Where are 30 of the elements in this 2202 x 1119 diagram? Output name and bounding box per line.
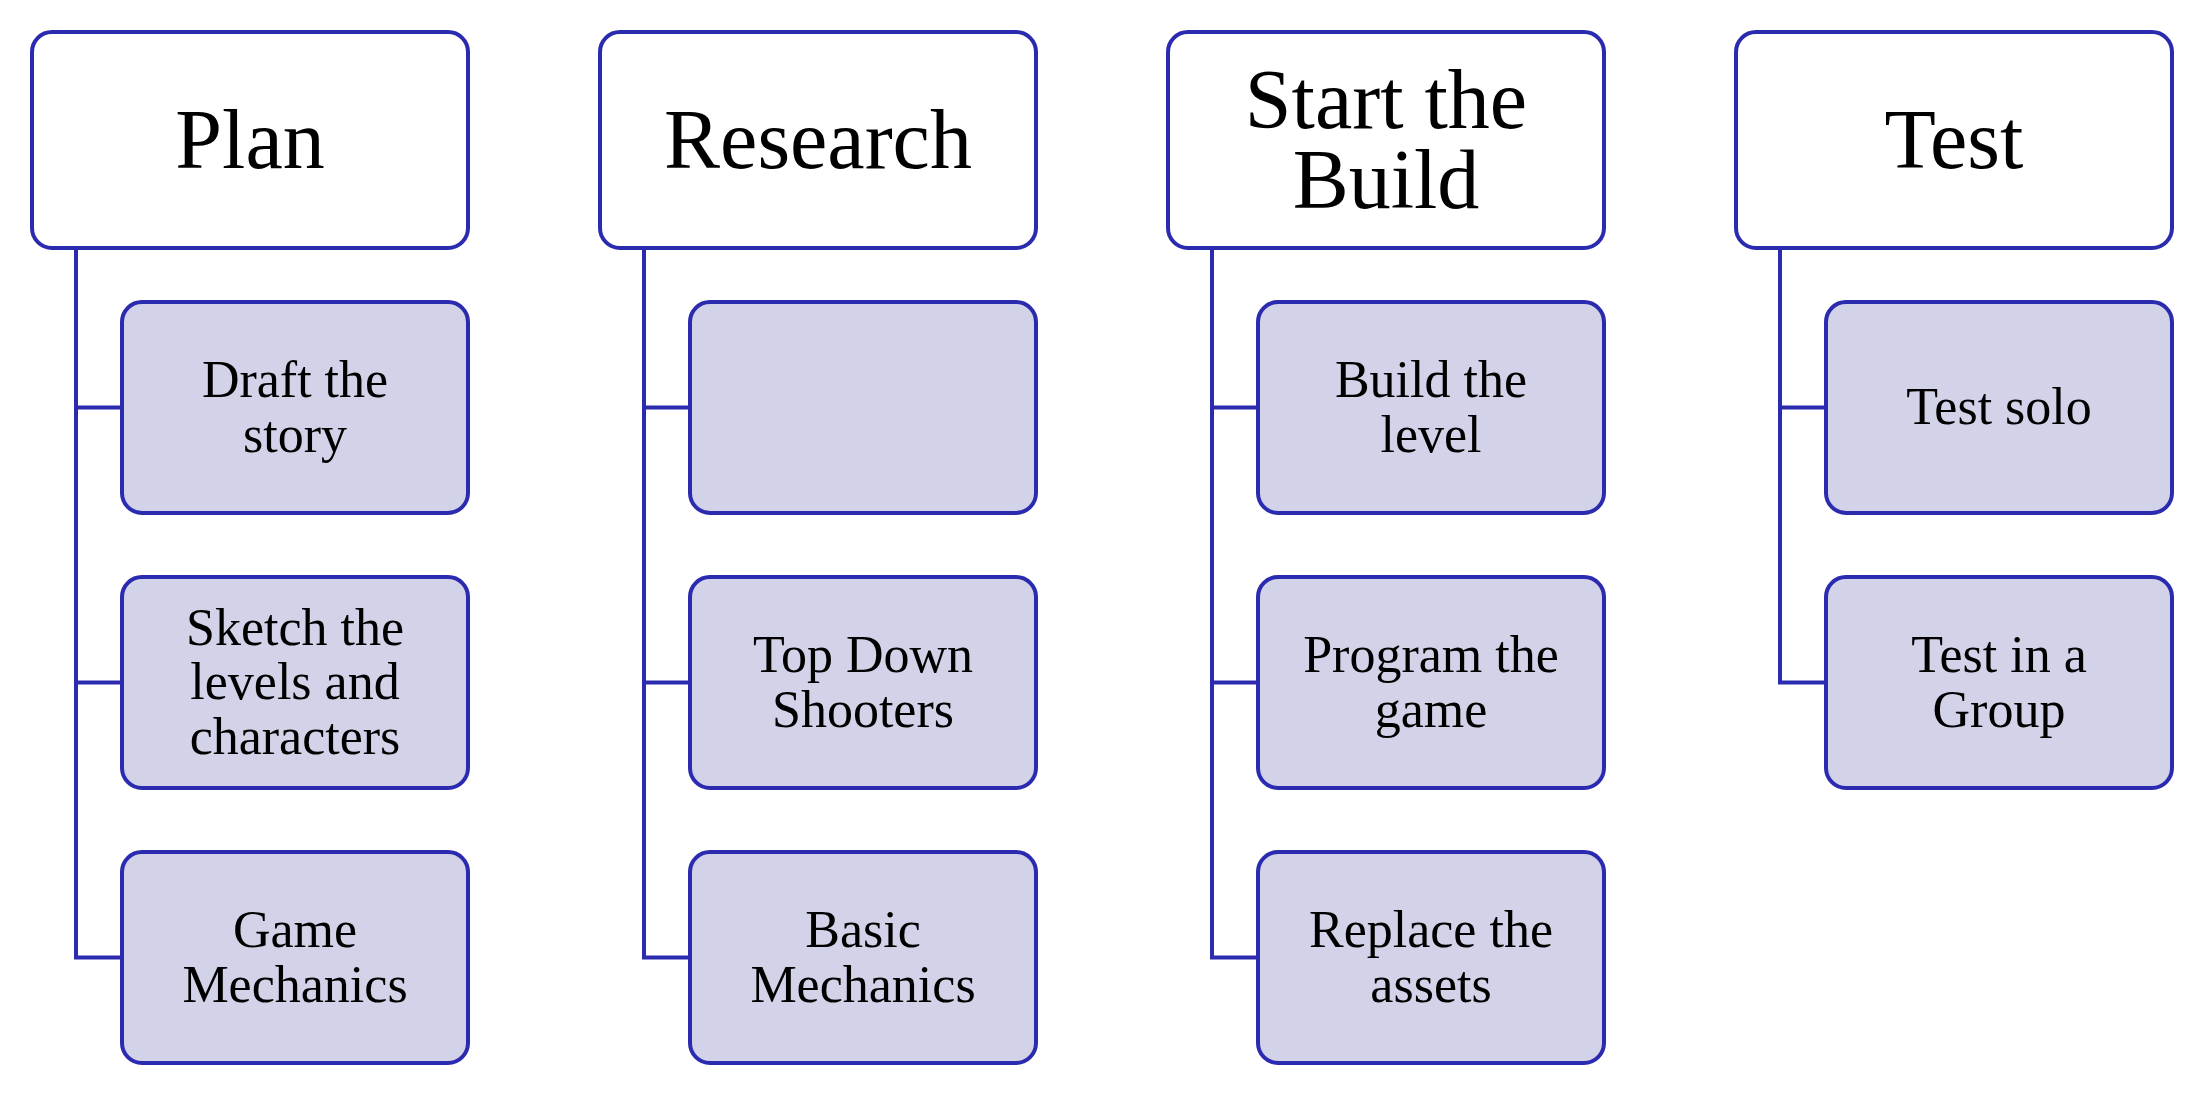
- phase-box: [1166, 30, 1606, 250]
- task-box: [688, 300, 1038, 515]
- phase-box: [598, 30, 1038, 250]
- phase-title: Research: [664, 100, 972, 180]
- connector-line: [1778, 250, 1824, 685]
- task-label: Basic Mechanics: [749, 902, 977, 1013]
- task-box: [1824, 575, 2174, 790]
- phase-box: [30, 30, 470, 250]
- phase-title: Plan: [175, 100, 325, 180]
- task-box: [1256, 575, 1606, 790]
- task-box: [120, 300, 470, 515]
- phase-title: Start the Build: [1243, 60, 1529, 220]
- task-box: [688, 850, 1038, 1065]
- phase-box: [1734, 30, 2174, 250]
- task-box: [120, 850, 470, 1065]
- task-label: Replace the assets: [1308, 902, 1554, 1013]
- task-label: Test solo: [1906, 380, 2092, 435]
- task-box: [1256, 850, 1606, 1065]
- task-box: [120, 575, 470, 790]
- task-label: Program the game: [1302, 627, 1560, 738]
- task-label: Top Down Shooters: [751, 627, 975, 738]
- task-label: Game Mechanics: [181, 902, 409, 1013]
- phase-title: Test: [1884, 100, 2024, 180]
- task-label: Build the level: [1333, 352, 1529, 463]
- task-label: Test in a Group: [1910, 627, 2088, 738]
- task-label: Sketch the levels and characters: [184, 600, 406, 765]
- task-label: Draft the story: [200, 352, 390, 463]
- task-box: [688, 575, 1038, 790]
- task-box: [1824, 300, 2174, 515]
- task-box: [1256, 300, 1606, 515]
